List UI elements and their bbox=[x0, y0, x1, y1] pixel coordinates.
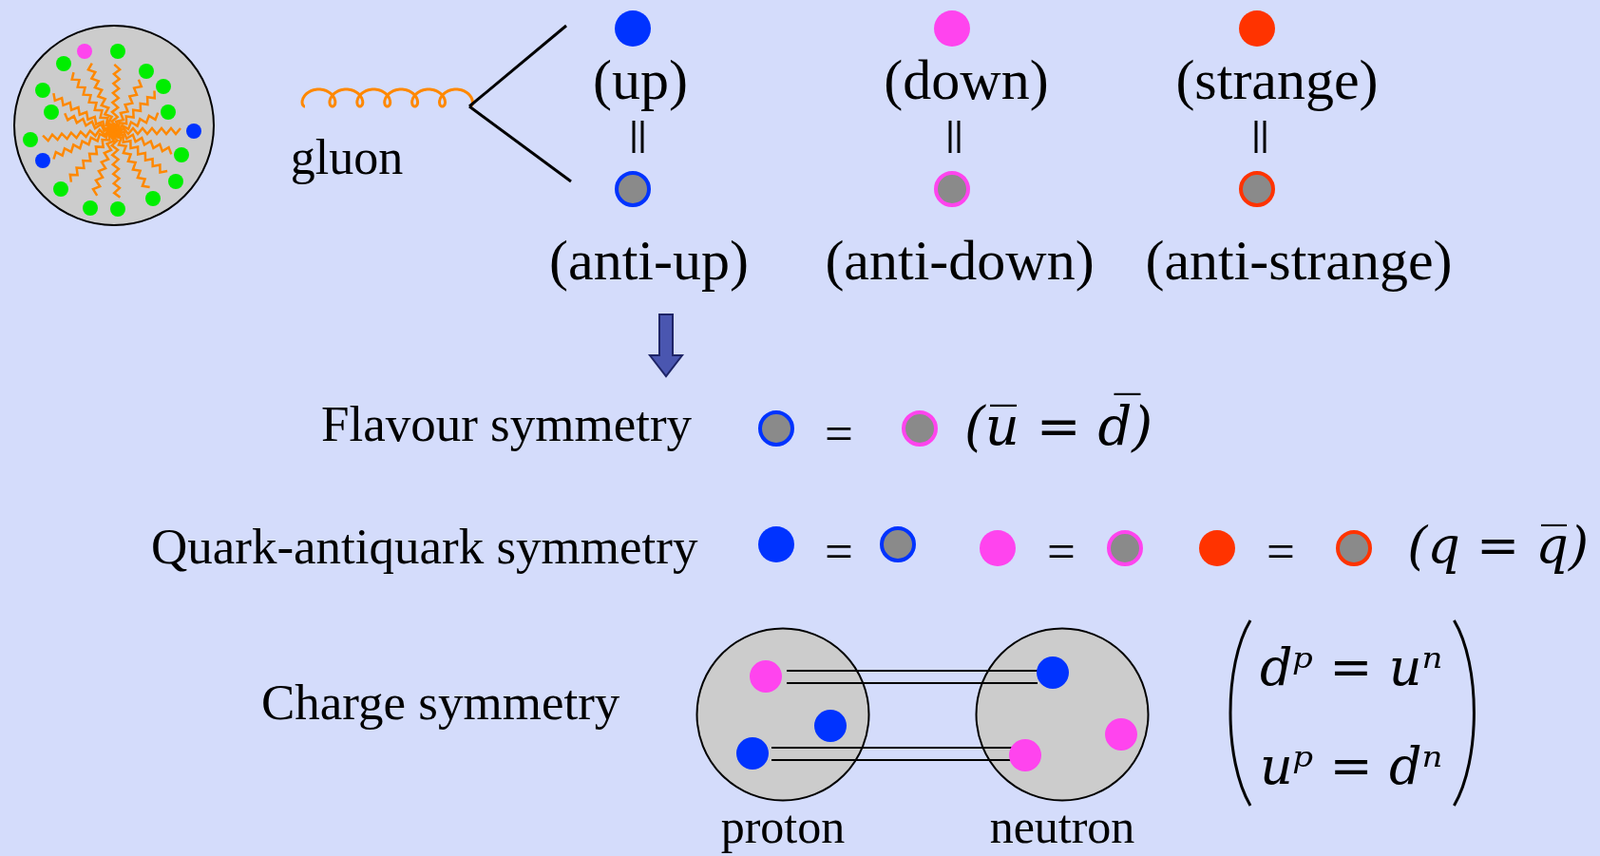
parallel-marks bbox=[633, 120, 1265, 153]
symmetry-label: Charge symmetry bbox=[261, 673, 620, 732]
equals-sign-holder: = bbox=[0, 0, 29, 58]
formula: (u̅ = d̅) bbox=[964, 396, 1153, 458]
equals-sign-holder: = bbox=[0, 0, 29, 58]
equals-sign-holder: = bbox=[0, 0, 29, 58]
quark-label: (anti-up) bbox=[549, 228, 749, 294]
quark-label: (strange) bbox=[1175, 47, 1378, 114]
gluon-label: gluon bbox=[290, 129, 403, 187]
neutron-circle: neutron bbox=[974, 627, 1150, 802]
formula: dᵖ = uⁿ bbox=[1259, 638, 1443, 698]
left-paren bbox=[1230, 620, 1251, 806]
equals-sign-holder: = bbox=[0, 0, 29, 58]
gluon-spring bbox=[302, 89, 473, 107]
equals-sign: = bbox=[1266, 522, 1296, 581]
down-arrow bbox=[649, 314, 683, 377]
circle-outline bbox=[974, 627, 1150, 802]
quark-label: (up) bbox=[592, 47, 688, 114]
circle-outline bbox=[695, 627, 871, 802]
hadron-circle bbox=[14, 25, 214, 226]
gluon-tree bbox=[42, 63, 181, 198]
equals-sign: = bbox=[824, 404, 854, 463]
formula: uᵖ = dⁿ bbox=[1259, 737, 1443, 797]
proton-circle: proton bbox=[695, 627, 871, 802]
equals-sign: = bbox=[1047, 522, 1076, 581]
symmetry-label: Quark-antiquark symmetry bbox=[151, 517, 698, 576]
right-paren bbox=[1453, 620, 1474, 806]
split-line bbox=[469, 106, 572, 182]
quark-label: (anti-down) bbox=[824, 228, 1094, 294]
quark-label: (anti-strange) bbox=[1144, 228, 1452, 294]
node-label: neutron bbox=[990, 800, 1136, 856]
symmetry-label: Flavour symmetry bbox=[321, 395, 692, 454]
formula: (q = q̅) bbox=[1407, 516, 1589, 576]
quark-label: (down) bbox=[883, 47, 1048, 114]
node-label: proton bbox=[721, 800, 846, 856]
split-line bbox=[469, 25, 567, 107]
equals-sign: = bbox=[824, 522, 854, 581]
parton-dots bbox=[22, 43, 202, 217]
